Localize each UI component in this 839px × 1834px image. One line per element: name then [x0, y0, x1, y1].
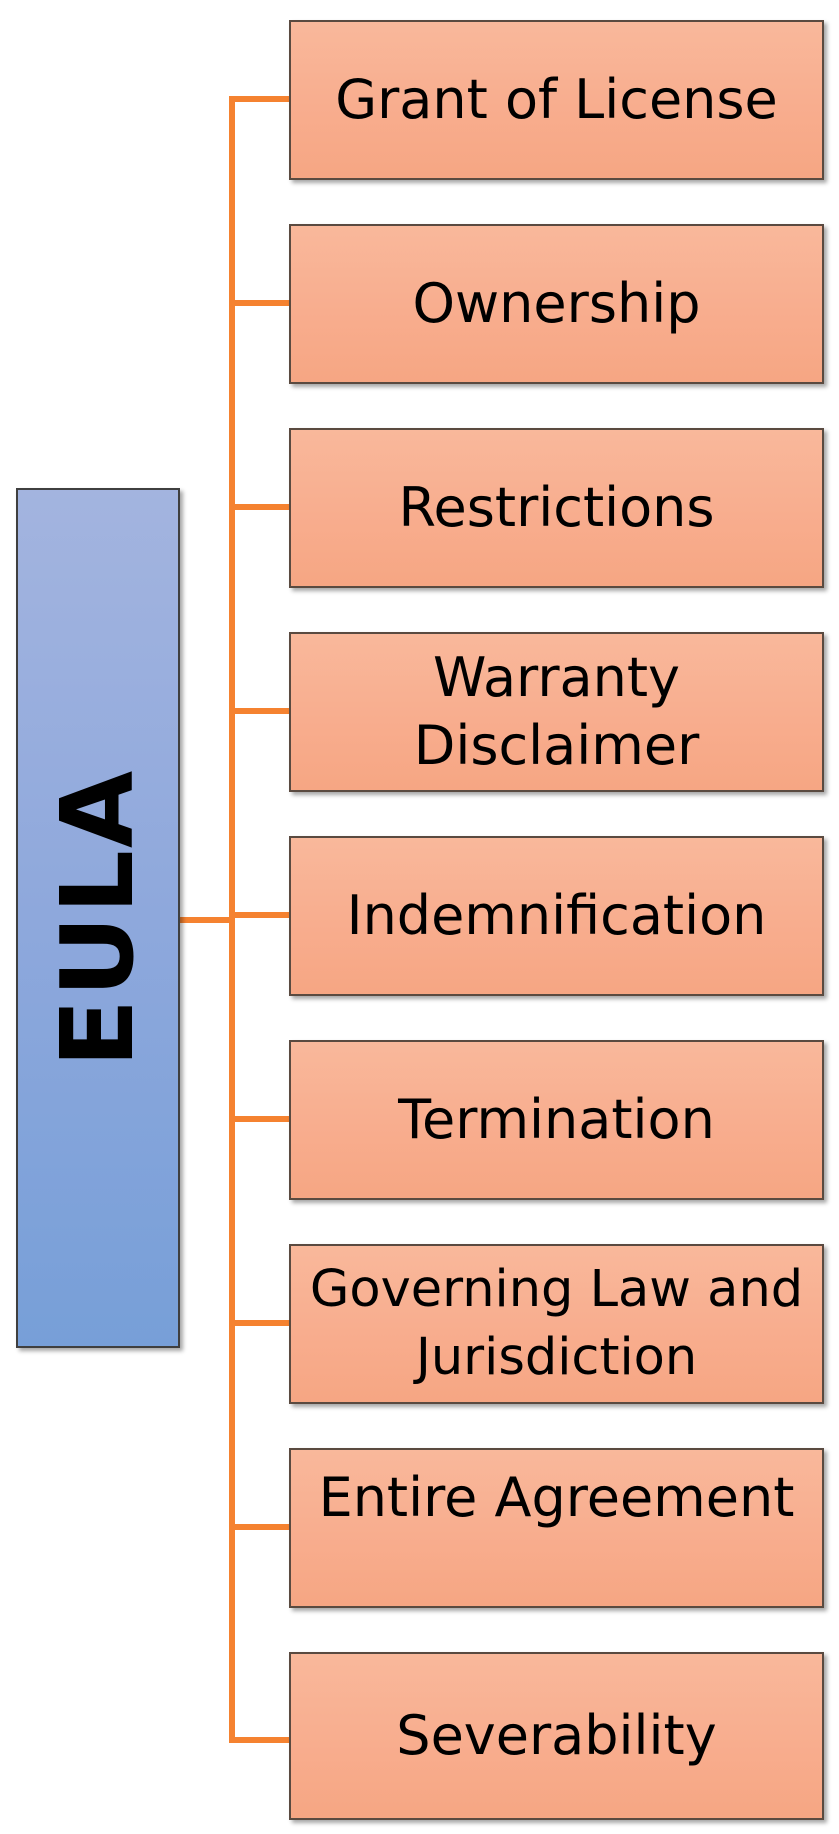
item-label: Restrictions [398, 476, 715, 539]
item-grant-of-license: Grant of License [289, 20, 824, 180]
item-indemnification: Indemnification [289, 836, 824, 996]
item-restrictions: Restrictions [289, 428, 824, 588]
item-entire-agreement: Entire Agreement [289, 1448, 824, 1608]
root-connector [180, 917, 232, 923]
root-node-eula: EULA [16, 488, 180, 1348]
branch-connector-3 [229, 504, 289, 510]
item-label: Indemnification [346, 884, 767, 947]
branch-connector-1 [229, 96, 289, 102]
item-label: Termination [398, 1088, 715, 1151]
item-termination: Termination [289, 1040, 824, 1200]
item-severability: Severability [289, 1652, 824, 1820]
item-label: Entire Agreement [318, 1466, 795, 1529]
item-label: Warranty Disclaimer [413, 646, 700, 777]
item-governing-law-and-jurisdiction: Governing Law and Jurisdiction [289, 1244, 824, 1404]
branch-connector-6 [229, 1116, 289, 1122]
branch-connector-2 [229, 300, 289, 306]
item-label: Governing Law and Jurisdiction [309, 1260, 804, 1387]
branch-connector-7 [229, 1320, 289, 1326]
item-label: Grant of License [335, 68, 778, 131]
item-warranty-disclaimer: Warranty Disclaimer [289, 632, 824, 792]
vertical-connector [229, 96, 235, 1743]
branch-connector-8 [229, 1524, 289, 1530]
item-ownership: Ownership [289, 224, 824, 384]
item-label: Severability [396, 1704, 717, 1767]
root-node-label: EULA [39, 768, 156, 1068]
item-label: Ownership [412, 272, 701, 335]
branch-connector-4 [229, 708, 289, 714]
branch-connector-5 [229, 912, 289, 918]
branch-connector-9 [229, 1737, 289, 1743]
